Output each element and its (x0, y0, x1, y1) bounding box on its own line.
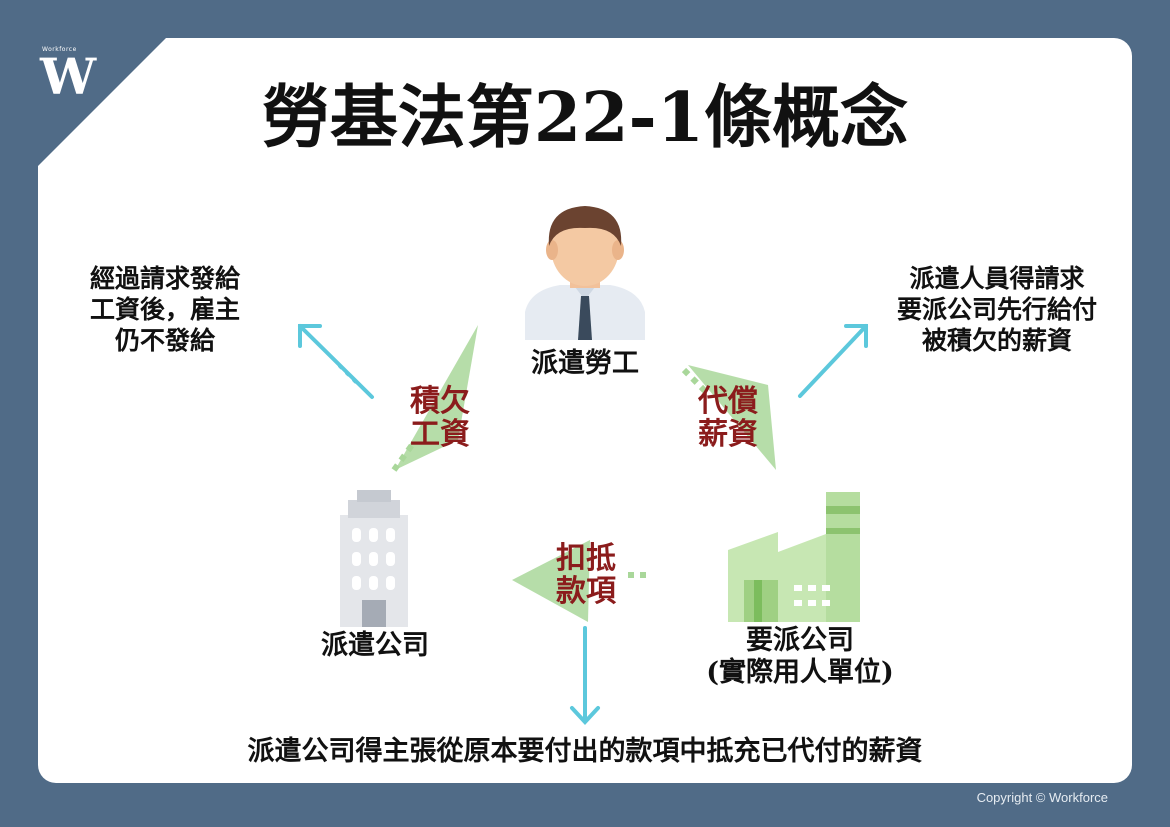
relation-pay-on-behalf-line2: 薪資 (698, 417, 758, 452)
page-title: 勞基法第22-1條概念 (261, 78, 909, 158)
relation-pay-on-behalf-line1: 代償 (698, 384, 758, 419)
note-left: 經過請求發給 工資後，雇主 仍不發給 (50, 263, 280, 356)
agency-label: 派遣公司 (321, 630, 429, 661)
relation-owed-wages: 積欠 工資 (398, 385, 482, 451)
agency-building-icon (340, 490, 408, 627)
relation-owed-wages-line1: 積欠 (410, 384, 470, 419)
relation-deduct-line2: 款項 (556, 574, 616, 609)
dots-agency-worker (391, 443, 415, 472)
relation-deduct-payment: 扣抵 款項 (544, 542, 628, 608)
note-right-line1: 派遣人員得請求 (909, 264, 1085, 293)
logo-letter: W (40, 47, 97, 106)
triangle-deduct (512, 540, 590, 622)
triangle-pay-on-behalf (688, 365, 776, 470)
note-right-line3: 被積欠的薪資 (921, 326, 1072, 355)
client-label-line1: 要派公司 (746, 625, 854, 656)
note-right: 派遣人員得請求 要派公司先行給付 被積欠的薪資 (862, 263, 1132, 356)
triangle-owed-wages (395, 325, 478, 470)
note-left-line2: 工資後，雇主 (89, 295, 240, 324)
note-bottom: 派遣公司得主張從原本要付出的款項中抵充已代付的薪資 (247, 736, 923, 767)
client-factory-icon (728, 492, 860, 622)
relation-pay-on-behalf: 代償 薪資 (686, 385, 770, 451)
logo-wordmark: Workforce (42, 46, 77, 53)
arrow-right (798, 324, 868, 398)
note-left-line1: 經過請求發給 (89, 264, 240, 293)
relation-deduct-line1: 扣抵 (556, 541, 616, 576)
worker-icon (525, 206, 645, 340)
note-left-line3: 仍不發給 (114, 326, 215, 355)
worker-label: 派遣勞工 (531, 348, 639, 379)
client-label-line2: (實際用人單位) (706, 657, 894, 688)
copyright-text: Copyright © Workforce (976, 790, 1108, 805)
note-right-line2: 要派公司先行給付 (896, 295, 1097, 324)
client-label: 要派公司 (實際用人單位) (680, 625, 920, 689)
arrow-left (298, 324, 374, 399)
dots-worker-client (681, 367, 709, 395)
relation-owed-wages-line2: 工資 (410, 417, 470, 452)
